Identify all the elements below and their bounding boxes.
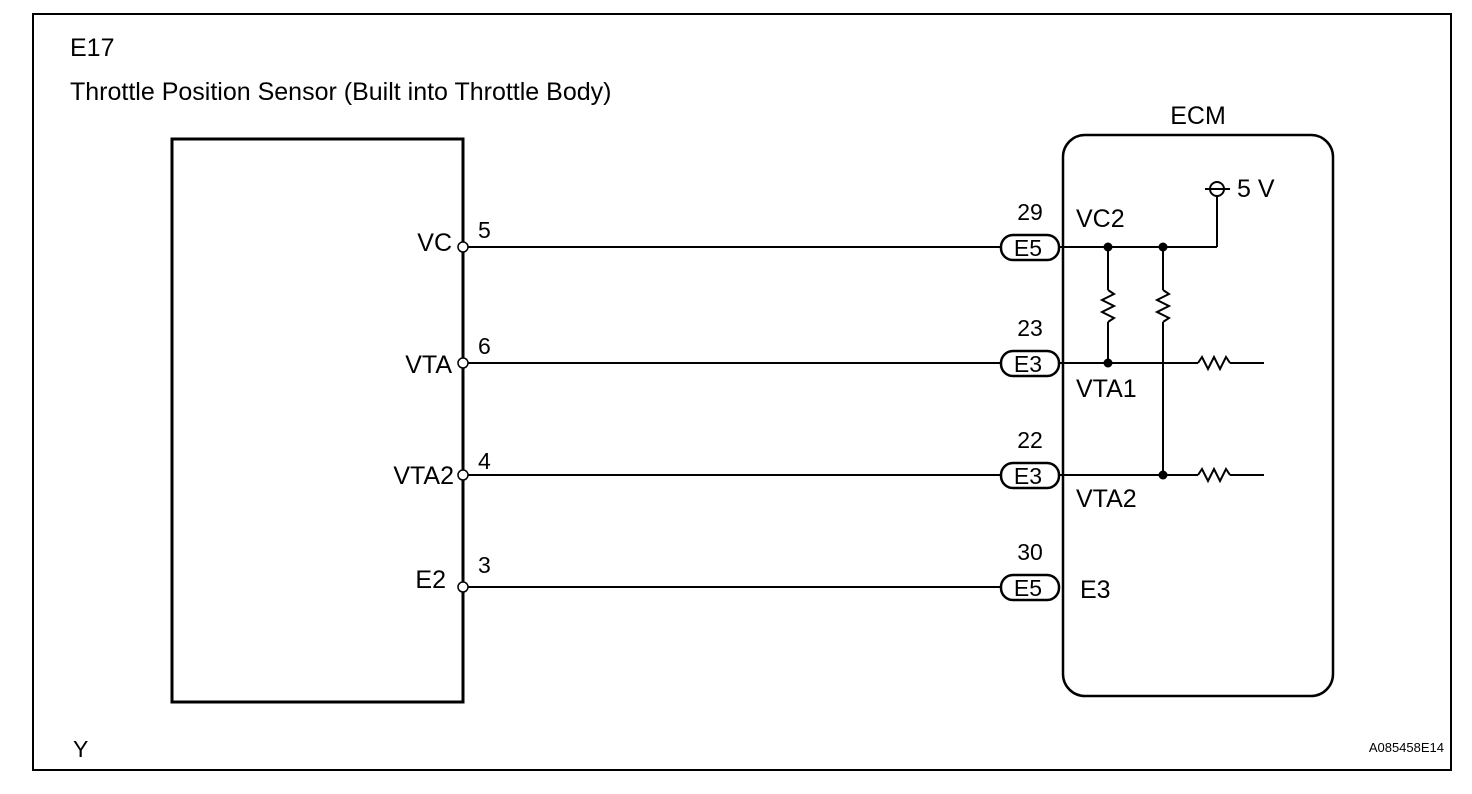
junction-dot [1158,242,1168,252]
connector-badge-label: E3 [1014,463,1042,489]
sensor-pin-name: VTA [405,351,452,379]
connector-badge: E5 [999,573,1061,602]
sensor-pin-number: 4 [478,448,491,474]
connector-badge-label: E5 [1014,575,1042,601]
sensor-pin-number: 5 [478,217,491,243]
component-title: Throttle Position Sensor (Built into Thr… [70,78,611,106]
connector-badge: E3 [999,461,1061,490]
ecm-signal-name: E3 [1080,576,1111,604]
diagram-frame [32,13,1452,771]
junction-dot [1103,358,1113,368]
sensor-terminal-vta2 [457,469,469,481]
connector-code: E17 [70,34,114,62]
junction-dot [1103,242,1113,252]
sensor-pin-name: VTA2 [393,462,454,490]
ecm-pin-number: 23 [1017,315,1043,341]
ecm-pin-number: 22 [1017,427,1043,453]
supply-voltage-label: 5 V [1237,175,1275,203]
sensor-terminal-e2 [457,581,469,593]
sensor-body [170,137,465,704]
connector-badge: E5 [999,233,1061,262]
sensor-pin-name: E2 [415,566,446,594]
ecm-pin-number: 30 [1017,539,1043,565]
resistor-pullup-vta2 [1154,289,1172,323]
connector-badge: E3 [999,349,1061,378]
junction-dot [1158,470,1168,480]
wire-color-code: Y [73,736,88,762]
sensor-pin-number: 6 [478,333,491,359]
ecm-signal-name: VC2 [1076,205,1125,233]
resistor-pullup-vta1 [1099,289,1117,323]
sensor-terminal-vta [457,357,469,369]
connector-badge-label: E3 [1014,351,1042,377]
sensor-terminal-vc [457,241,469,253]
resistor-series-vta2 [1197,466,1231,484]
ecm-signal-name: VTA1 [1076,375,1137,403]
sensor-pin-name: VC [417,229,452,257]
ecm-title: ECM [1170,102,1226,130]
ecm-body [1061,133,1335,698]
ecm-signal-name: VTA2 [1076,485,1137,513]
sensor-pin-number: 3 [478,552,491,578]
ecm-pin-number: 29 [1017,199,1043,225]
connector-badge-label: E5 [1014,235,1042,261]
figure-id: A085458E14 [1369,740,1444,755]
resistor-series-vta1 [1197,354,1231,372]
